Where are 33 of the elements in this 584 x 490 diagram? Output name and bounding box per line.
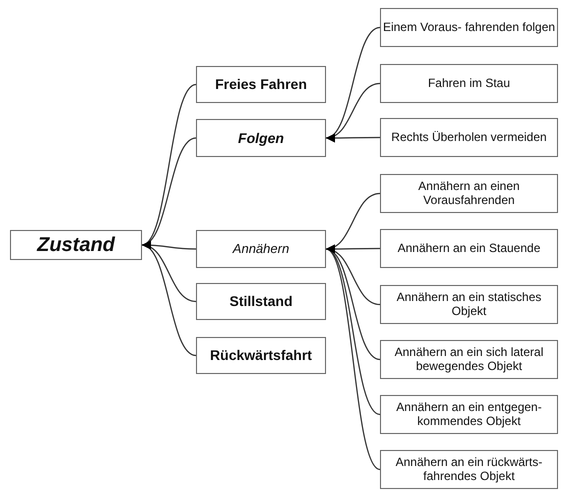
state-label: Annähern an einen Vorausfahrenden — [417, 180, 521, 208]
state-box — [196, 119, 326, 157]
state-box — [380, 118, 558, 157]
state-box — [380, 450, 558, 489]
state-box — [380, 229, 558, 268]
state-box — [380, 340, 558, 379]
state-box — [380, 8, 558, 47]
connector-arrow — [142, 137, 196, 246]
state-label: Annähern an ein statisches Objekt — [396, 290, 542, 318]
state-label: Rechts Überholen vermeiden — [391, 130, 547, 144]
state-box — [196, 230, 326, 268]
state-label: Zustand — [37, 234, 115, 256]
state-box — [380, 64, 558, 103]
state-box — [196, 283, 326, 320]
state-label: Einem Voraus- fahrenden folgen — [382, 20, 556, 34]
state-box — [380, 174, 558, 213]
state-box — [196, 337, 326, 374]
state-label: Rückwärtsfahrt — [210, 347, 312, 364]
state-label: Annähern an ein Stauende — [398, 242, 540, 256]
state-label: Annähern an ein sich lateral bewegendes Objekt — [394, 346, 544, 374]
state-label: Annähern an ein entgegen- kommendes Objekt — [395, 400, 543, 428]
state-box — [196, 66, 326, 103]
state-label: Annähern an ein rückwärts- fahrendes Objekt — [394, 456, 544, 484]
state-label: Fahren im Stau — [428, 76, 510, 90]
state-box — [380, 285, 558, 324]
state-label: Stillstand — [229, 293, 292, 310]
state-label: Annähern — [232, 242, 290, 256]
connector-arrow — [142, 244, 196, 356]
state-label: Freies Fahren — [215, 76, 307, 93]
state-box — [10, 230, 142, 260]
state-label: Folgen — [238, 130, 284, 146]
connector-arrow — [326, 133, 380, 142]
state-box — [380, 395, 558, 434]
